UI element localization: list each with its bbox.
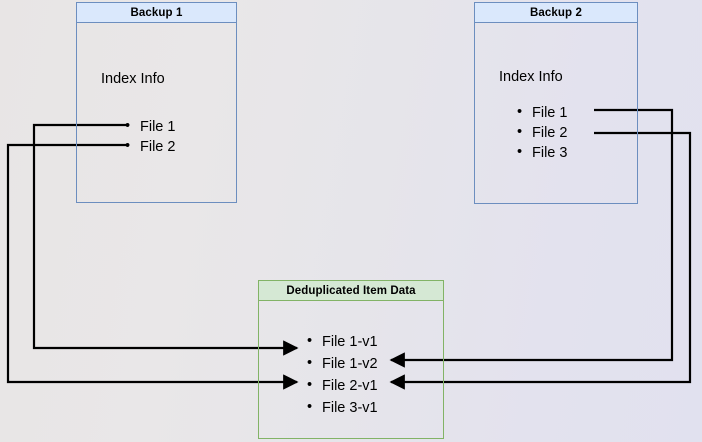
list-item: File 1 [125, 116, 175, 137]
backup-2-index-info-label: Index Info [499, 69, 563, 85]
node-deduplicated-item-data[interactable]: Deduplicated Item Data File 1-v1 File 1-… [258, 280, 444, 439]
dedup-item-list: File 1-v1 File 1-v2 File 2-v1 File 3-v1 [307, 330, 378, 419]
list-item: File 1-v2 [307, 352, 378, 375]
node-backup-1[interactable]: Backup 1 Index Info File 1 File 2 [76, 2, 237, 203]
node-backup-2-title: Backup 2 [474, 2, 638, 23]
list-item: File 1-v1 [307, 330, 378, 353]
backup-1-index-info-label: Index Info [101, 71, 165, 87]
list-item: File 3-v1 [307, 396, 378, 419]
backup-1-file-list: File 1 File 2 [125, 116, 175, 157]
list-item: File 3 [517, 142, 567, 163]
list-item: File 2-v1 [307, 374, 378, 397]
node-backup-2-body: Index Info File 1 File 2 File 3 [474, 23, 638, 204]
node-backup-2[interactable]: Backup 2 Index Info File 1 File 2 File 3 [474, 2, 638, 204]
node-backup-1-title: Backup 1 [76, 2, 237, 23]
list-item: File 1 [517, 102, 567, 123]
node-deduplicated-item-data-body: File 1-v1 File 1-v2 File 2-v1 File 3-v1 [258, 301, 444, 439]
list-item: File 2 [517, 122, 567, 143]
list-item: File 2 [125, 136, 175, 157]
node-backup-1-body: Index Info File 1 File 2 [76, 23, 237, 203]
node-deduplicated-item-data-title: Deduplicated Item Data [258, 280, 444, 301]
backup-2-file-list: File 1 File 2 File 3 [517, 102, 567, 163]
